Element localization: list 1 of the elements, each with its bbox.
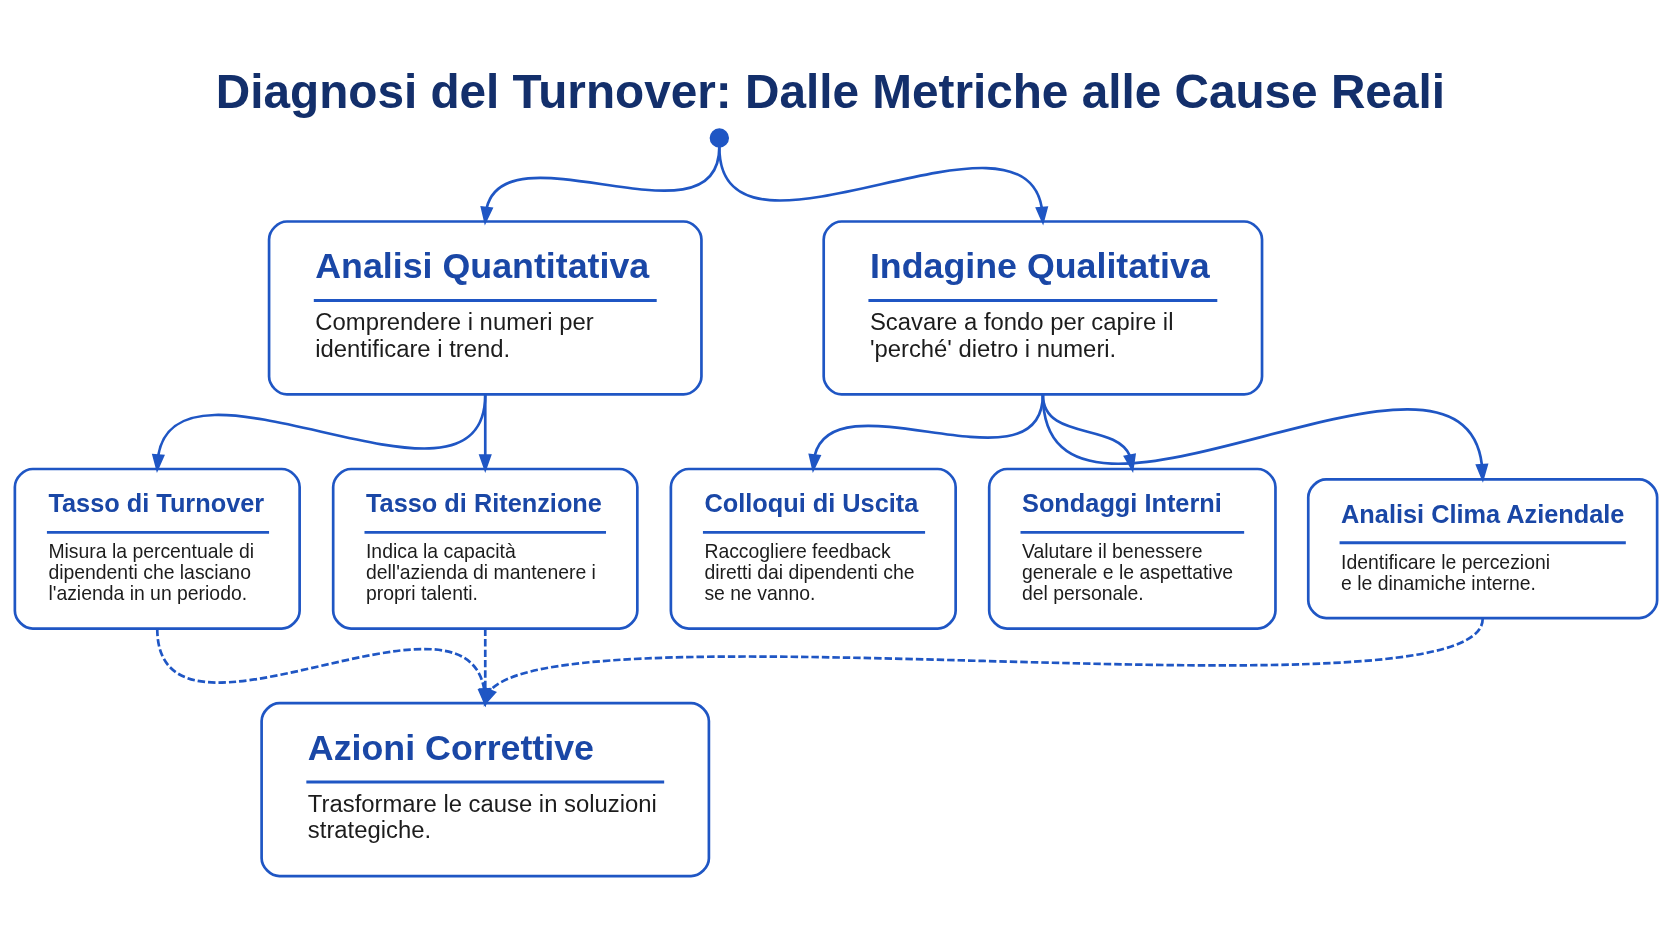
diagram-title: Diagnosi del Turnover: Dalle Metriche alle Cause Reali — [215, 64, 1445, 118]
